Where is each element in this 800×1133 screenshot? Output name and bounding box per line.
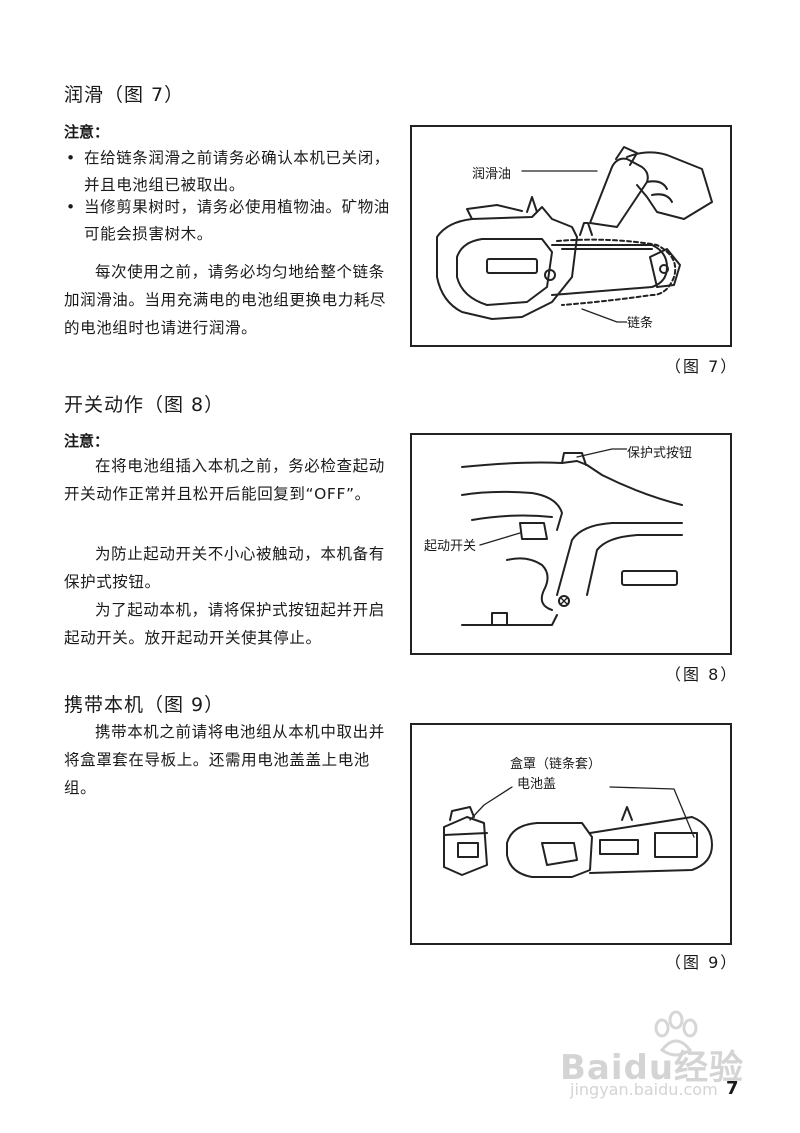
bullet-item: • 在给链条润滑之前请务必确认本机已关闭，并且电池组已被取出。: [66, 145, 404, 199]
chainsaw-oiling-illustration: [436, 146, 713, 323]
figure-9-carry-diagram: 盒罩（链条套） 电池盖: [410, 723, 732, 945]
watermark-url: jingyan.baidu.com: [570, 1080, 718, 1099]
paragraph-lubrication: 每次使用之前，请务必均匀地给整个链条加润滑油。当用充满电的电池组更换电力耗尽的电…: [64, 263, 387, 337]
figure-8-label-trigger: 起动开关: [424, 535, 477, 554]
bullet-text: 在给链条润滑之前请务必确认本机已关闭，并且电池组已被取出。: [84, 149, 390, 194]
figure-9-label-battery-cap: 电池盖: [517, 773, 557, 792]
figure-9-caption: （图 9）: [665, 953, 739, 972]
paragraph-switch-check: 在将电池组插入本机之前，务必检查起动开关动作正常并且松开后能回复到“OFF”。: [64, 457, 385, 503]
figure-7-lubrication-diagram: 润滑油 链条: [410, 125, 732, 347]
figure-8-label-lock-button: 保护式按钮: [627, 442, 693, 461]
note-label-switch: 注意：: [64, 432, 110, 450]
note-label-lubrication: 注意：: [64, 123, 110, 141]
section-heading-lubrication: 润滑（图 7）: [64, 84, 185, 106]
figure-8-caption: （图 8）: [665, 665, 739, 684]
watermark-logo-text: Baidu经验: [560, 1048, 745, 1088]
bullet-text: 当修剪果树时，请务必使用植物油。矿物油可能会损害树木。: [84, 198, 390, 243]
figure-7-caption: （图 7）: [665, 357, 739, 376]
paragraph-switch-start: 为了起动本机，请将保护式按钮起并开启起动开关。放开起动开关使其停止。: [64, 601, 385, 647]
baidu-jingyan-watermark: Baidu经验 jingyan.baidu.com: [560, 1010, 760, 1100]
trigger-switch-illustration: [461, 448, 683, 626]
figure-7-label-chain: 链条: [627, 312, 654, 331]
paragraph-carry: 携带本机之前请将电池组从本机中取出并将盒罩套在导板上。还需用电池盖盖上电池组。: [64, 723, 385, 797]
figure-7-label-oil: 润滑油: [472, 163, 512, 182]
bullet-dot-icon: •: [66, 198, 76, 216]
bullet-dot-icon: •: [66, 149, 76, 167]
bullet-item: • 当修剪果树时，请务必使用植物油。矿物油可能会损害树木。: [66, 194, 404, 248]
section-heading-switch-action: 开关动作（图 8）: [64, 394, 225, 416]
paw-logo-icon: [654, 1010, 698, 1057]
page-number: 7: [726, 1078, 739, 1099]
paragraph-switch-lock: 为防止起动开关不小心被触动，本机备有保护式按钮。: [64, 545, 385, 591]
section-heading-carry: 携带本机（图 9）: [64, 694, 225, 716]
figure-8-switch-diagram: 保护式按钮 起动开关: [410, 433, 732, 655]
carry-cover-illustration: [443, 786, 713, 878]
figure-9-label-cover: 盒罩（链条套）: [510, 753, 602, 772]
